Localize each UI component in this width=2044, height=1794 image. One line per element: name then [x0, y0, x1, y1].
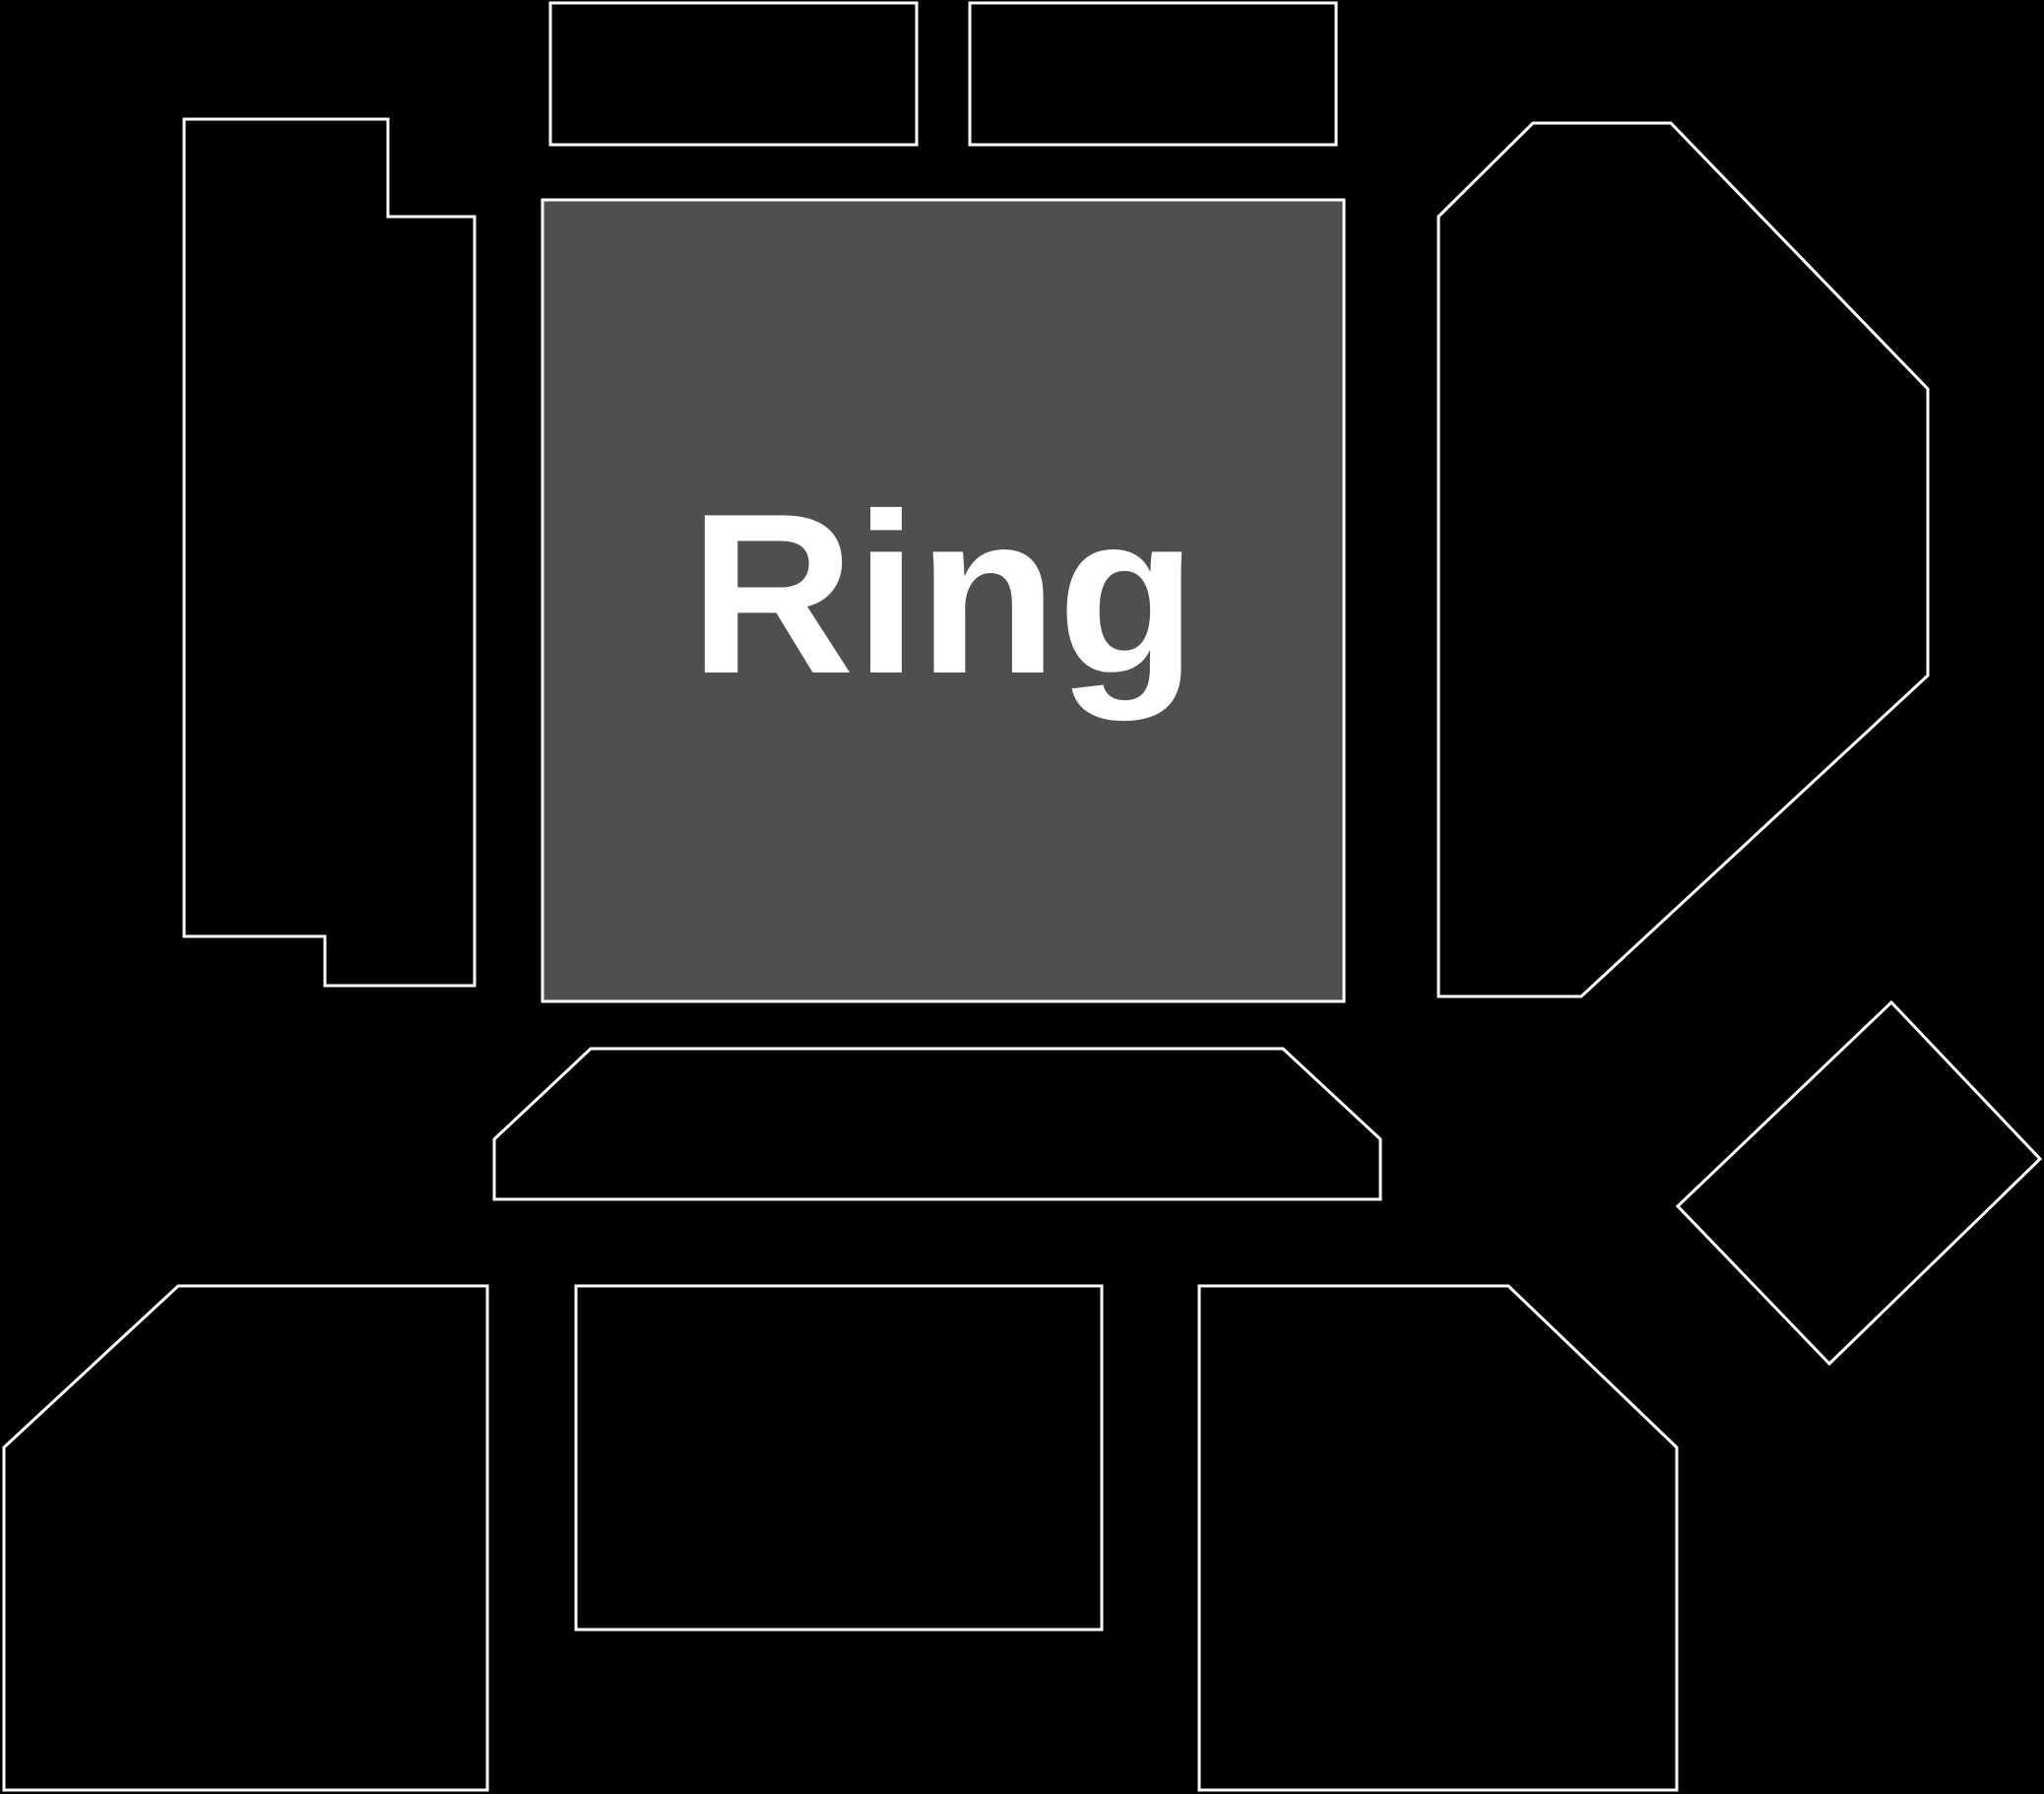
section-bottom-center[interactable]: [574, 1284, 1104, 1632]
section-diamond[interactable]: [1675, 999, 2043, 1367]
ring[interactable]: [541, 198, 1346, 1003]
section-bottom-right[interactable]: [1197, 1284, 1679, 1792]
section-top-right-box[interactable]: [968, 1, 1338, 147]
section-left[interactable]: [182, 117, 477, 988]
ring-label: Ring: [689, 467, 1196, 722]
section-floor-trapezoid[interactable]: [492, 1047, 1382, 1201]
section-top-left-box[interactable]: [548, 1, 919, 147]
section-bottom-left[interactable]: [2, 1284, 489, 1792]
section-right[interactable]: [1437, 121, 1930, 998]
